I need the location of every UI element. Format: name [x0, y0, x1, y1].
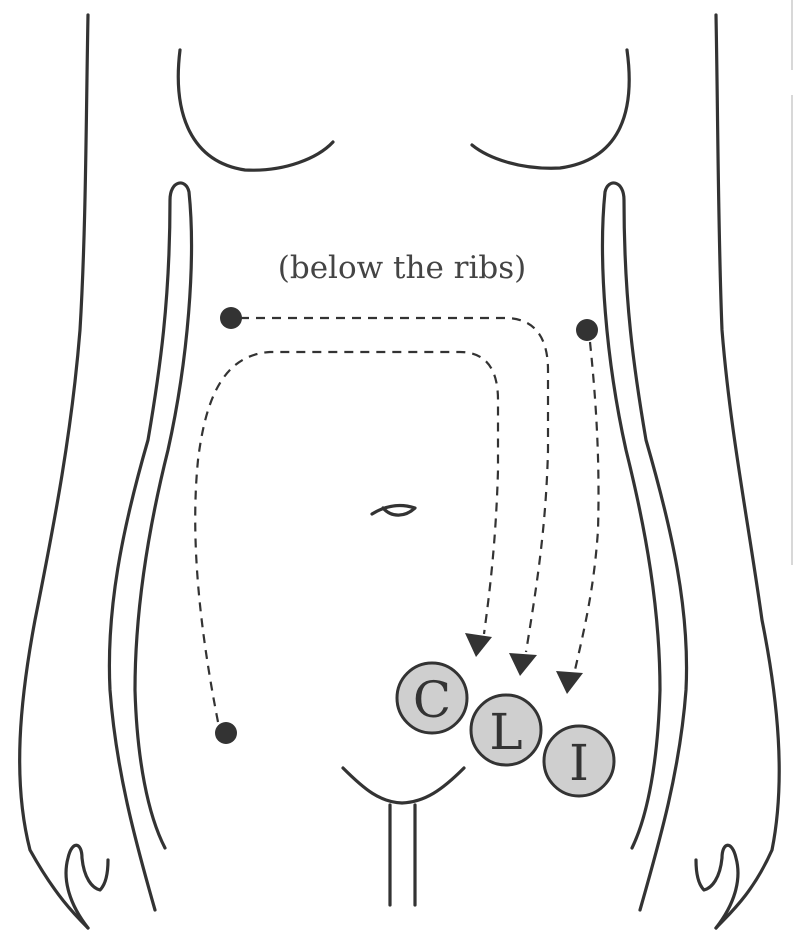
right-arm	[603, 183, 687, 910]
pubic-curve	[343, 768, 464, 803]
badge-c: C	[397, 663, 467, 733]
start-dot-upper-left	[220, 307, 242, 329]
left-arm	[109, 183, 191, 910]
arrowhead-i	[556, 671, 583, 694]
start-dot-lower-left	[215, 722, 237, 744]
arrowhead-l	[509, 653, 537, 676]
badge-l-letter: L	[489, 703, 522, 761]
dashed-path-to-l	[240, 318, 548, 652]
badge-c-letter: C	[413, 671, 451, 729]
dashed-path-to-i	[575, 342, 599, 670]
left-breast-curve	[178, 50, 333, 170]
torso-right-side	[716, 15, 779, 928]
start-dot-upper-right	[576, 319, 598, 341]
badge-l: L	[471, 695, 541, 765]
badge-i: I	[544, 726, 614, 796]
right-breast-curve	[472, 50, 629, 168]
below-ribs-label: (below the ribs)	[278, 250, 526, 286]
badge-i-letter: I	[569, 734, 589, 792]
right-hand	[696, 845, 738, 928]
dashed-path-to-c	[195, 352, 498, 722]
left-hand	[66, 845, 108, 928]
arrowhead-c	[465, 633, 492, 657]
torso-left-side	[20, 15, 88, 928]
navel	[372, 506, 415, 516]
